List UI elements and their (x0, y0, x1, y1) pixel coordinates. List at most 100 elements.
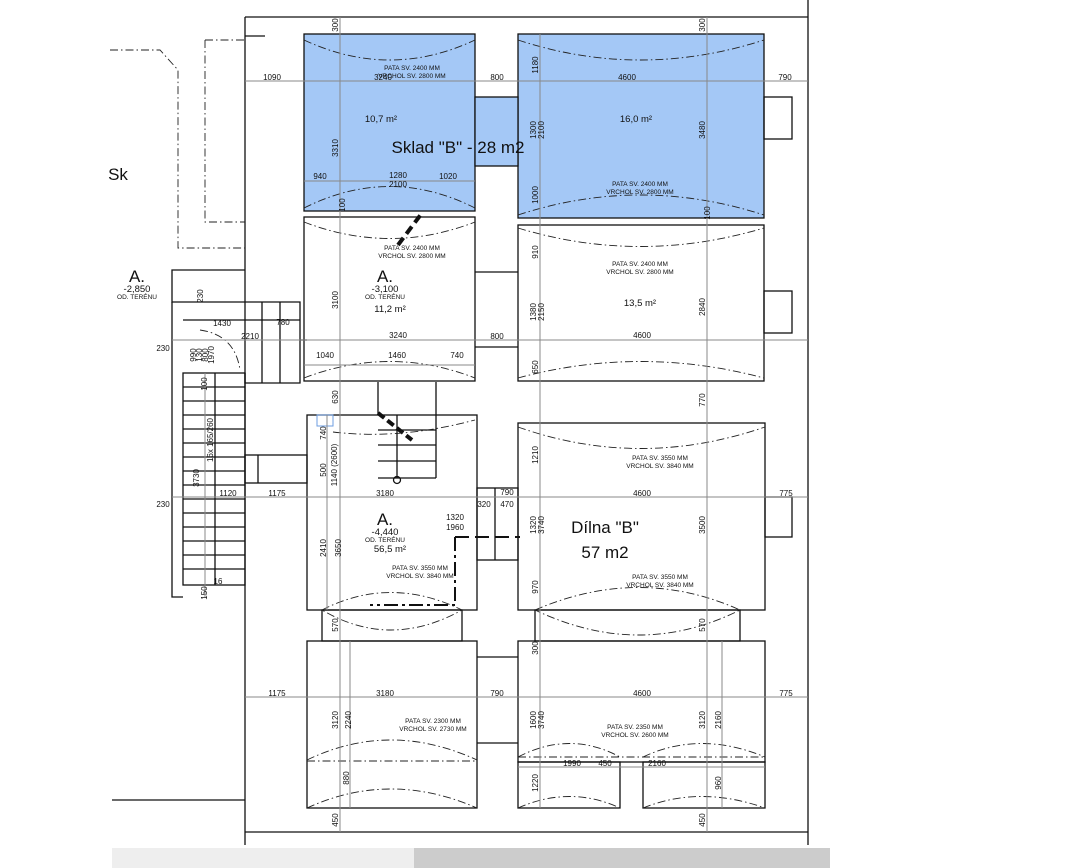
dimension-label: 1300 (529, 121, 538, 139)
dimension-label: 2100 (537, 121, 546, 139)
ceiling-vault-lines (303, 39, 766, 809)
dimension-label: 780 (276, 318, 290, 327)
ceiling-note-pata: PATA SV. 2300 MM (405, 718, 461, 725)
ceiling-note-vrchol: VRCHOL SV. 3840 MM (626, 582, 693, 589)
dimension-label: 1380 (529, 303, 538, 321)
dimension-label: 100 (703, 206, 712, 220)
level-mark-symbol: A. (377, 267, 393, 286)
dimension-label: 775 (779, 489, 793, 498)
dimension-label: 2100 (389, 180, 407, 189)
rooms (244, 211, 793, 809)
dimension-label: 910 (531, 245, 540, 259)
dimension-label: 1600 (529, 711, 538, 729)
room-area: 16,0 m² (620, 114, 652, 125)
dimension-label: 1210 (531, 446, 540, 464)
dimension-label: 300 (331, 18, 340, 32)
dimension-label: 3240 (389, 331, 407, 340)
neighbour-outline (110, 39, 245, 303)
dimension-label: 1020 (439, 172, 457, 181)
dimension-label: 3480 (698, 121, 707, 139)
ceiling-note-vrchol: VRCHOL SV. 2600 MM (601, 732, 668, 739)
dimension-label: 2150 (537, 303, 546, 321)
dimension-label: 3240 (374, 73, 392, 82)
ceiling-note-vrchol: VRCHOL SV. 2800 MM (378, 253, 445, 260)
room-area: 11,2 m² (374, 304, 406, 315)
room-area: 56,5 m² (374, 544, 406, 555)
room-area: 13,5 m² (624, 298, 656, 309)
dimension-label: 790 (500, 488, 514, 497)
dimension-label: 3740 (537, 711, 546, 729)
dimension-label: 3180 (376, 689, 394, 698)
dimension-label: 150 (200, 586, 209, 600)
dimension-label: 790 (490, 689, 504, 698)
dimension-label: 500 (319, 463, 328, 477)
dimension-label: 1320 (446, 513, 464, 522)
dimension-label: 100 (200, 377, 209, 391)
ceiling-note-vrchol: VRCHOL SV. 3840 MM (386, 573, 453, 580)
dimension-label: 2240 (344, 711, 353, 729)
dimension-label: 1000 (531, 186, 540, 204)
dimension-label: 1120 (219, 489, 237, 498)
dimension-label: 4600 (633, 689, 651, 698)
dimension-label: 990 (189, 348, 198, 362)
dimension-label: 16 (214, 577, 223, 586)
dimension-label: 1280 (389, 171, 407, 180)
dimension-label: 1040 (316, 351, 334, 360)
ceiling-note-vrchol: VRCHOL SV. 2800 MM (606, 189, 673, 196)
dimension-label: 1970 (207, 346, 216, 364)
ceiling-note-vrchol: VRCHOL SV. 3840 MM (626, 463, 693, 470)
dimension-label: 880 (342, 771, 351, 785)
dimension-label: 570 (698, 618, 707, 632)
dimension-label: 800 (490, 73, 504, 82)
horizontal-scrollbar-thumb[interactable] (414, 848, 830, 868)
dimension-label: 320 (477, 500, 491, 509)
ceiling-note-vrchol: VRCHOL SV. 2800 MM (606, 269, 673, 276)
level-mark-symbol: A. (129, 267, 145, 286)
dimension-label: 4600 (618, 73, 636, 82)
dimension-label: 1460 (388, 351, 406, 360)
ceiling-note-vrchol: VRCHOL SV. 2730 MM (399, 726, 466, 733)
dimension-label: 570 (331, 618, 340, 632)
dimension-label: 1175 (268, 489, 286, 498)
dimension-label: 470 (500, 500, 514, 509)
ceiling-note-pata: PATA SV. 3550 MM (632, 574, 688, 581)
level-mark-value: -4,440 (372, 527, 399, 538)
dimension-label: 130 (195, 348, 204, 362)
sklad-b-rooms (303, 33, 793, 219)
dimension-label: 3500 (698, 516, 707, 534)
dimension-label: 3310 (331, 139, 340, 157)
dimension-label: 3100 (331, 291, 340, 309)
dimension-label: 3730 (192, 469, 201, 487)
dimension-label: 4600 (633, 489, 651, 498)
dimension-label: 740 (319, 426, 328, 440)
dimension-label: 2410 (319, 539, 328, 557)
horizontal-scrollbar-track[interactable] (112, 848, 414, 868)
sk-label: Sk (108, 165, 128, 184)
dimension-label: 3180 (376, 489, 394, 498)
level-mark-symbol: A. (377, 510, 393, 529)
dimension-label: 800 (201, 348, 210, 362)
level-mark-value: -2,850 (124, 284, 151, 295)
dilna-b-area-label: 57 m2 (581, 543, 628, 562)
dimension-label: 775 (779, 689, 793, 698)
dimension-label: 1320 (529, 516, 538, 534)
dimension-label: 300 (531, 641, 540, 655)
dimension-label: 970 (531, 580, 540, 594)
dimension-label: 4600 (633, 331, 651, 340)
dimension-label: 450 (698, 813, 707, 827)
ceiling-note-pata: PATA SV. 2400 MM (384, 245, 440, 252)
dimension-label: 1140 (2600) (330, 443, 339, 486)
dimension-label: 2160 (714, 711, 723, 729)
dilna-b-label: Dílna "B" (571, 518, 639, 537)
ceiling-note-pata: PATA SV. 3550 MM (632, 455, 688, 462)
dimension-label: 3740 (537, 516, 546, 534)
dimension-label: 1090 (263, 73, 281, 82)
dimension-label: 630 (331, 390, 340, 404)
dimension-label: 1175 (268, 689, 286, 698)
dimension-label: 3120 (698, 711, 707, 729)
dimension-label: 450 (598, 759, 612, 768)
dimension-label: 3650 (334, 539, 343, 557)
level-mark-note: OD. TERÉNU (117, 292, 157, 301)
dimension-label: 2160 (648, 759, 666, 768)
ceiling-note-pata: PATA SV. 3550 MM (392, 565, 448, 572)
